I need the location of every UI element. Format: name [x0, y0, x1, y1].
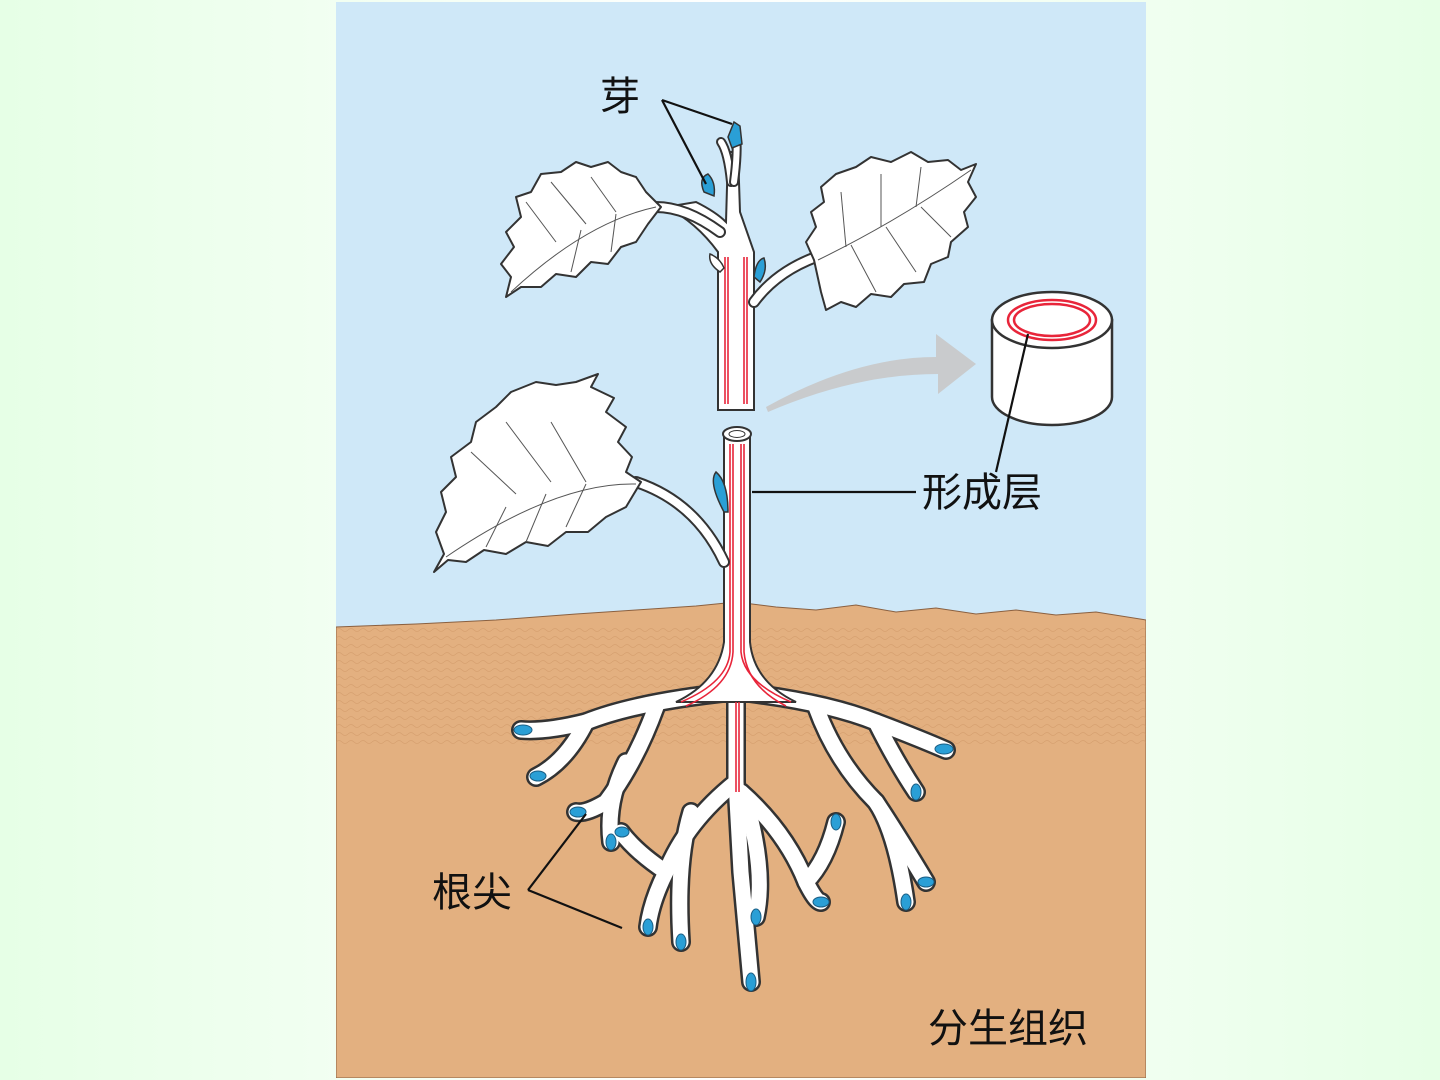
leader-lines: [527, 98, 1030, 930]
arrow-icon: [766, 334, 976, 412]
stem-cross-section: [990, 290, 1114, 427]
lower-leaf: [433, 373, 642, 573]
upper-left-leaf: [500, 161, 662, 298]
cambium-lines-lower: [680, 444, 792, 792]
axillary-bud-upper: [701, 173, 716, 198]
cambium-lines-upper: [724, 257, 748, 404]
diagram-canvas: 芽 形成层 根尖 分生组织: [336, 2, 1146, 1078]
bud-label: 芽: [600, 74, 640, 120]
root-tip-label: 根尖: [432, 870, 512, 916]
figure-title: 分生组织: [928, 1006, 1088, 1052]
root-tips: [513, 724, 954, 992]
upper-right-leaf: [805, 151, 977, 311]
lower-stem: [675, 433, 797, 703]
lower-stem-cut: [722, 426, 752, 442]
lower-bud: [712, 470, 729, 513]
axillary-bud-right: [753, 257, 767, 284]
meristem-diagram: 芽 形成层 根尖 分生组织: [336, 2, 1146, 1078]
cambium-label: 形成层: [922, 470, 1042, 516]
apical-bud: [727, 120, 743, 149]
